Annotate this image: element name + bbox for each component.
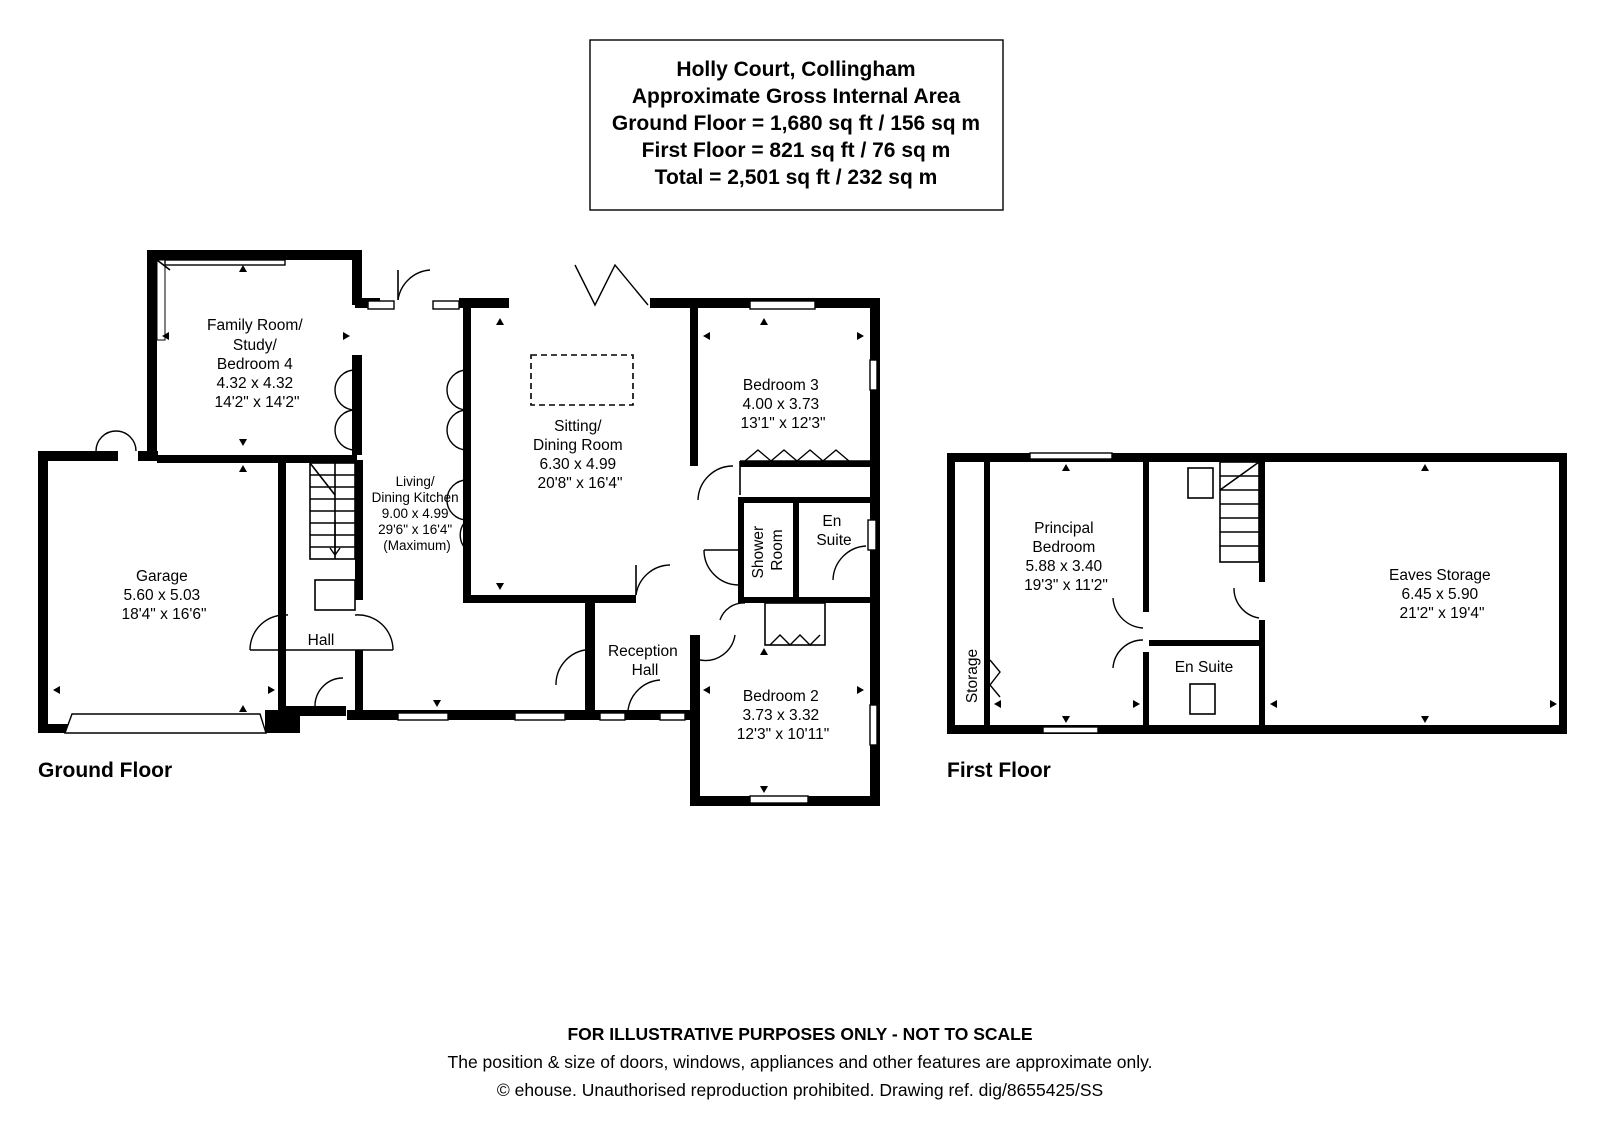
ground-floor-area: Ground Floor = 1,680 sq ft / 156 sq m — [612, 112, 980, 135]
room-bedroom-2: Bedroom 2 3.73 x 3.32 12'3" x 10'11" — [737, 688, 829, 743]
disclaimer-text: The position & size of doors, windows, a… — [448, 1052, 1153, 1072]
room-principal-bedroom: Principal Bedroom 5.88 x 3.40 19'3" x 11… — [1024, 520, 1108, 594]
room-storage: Storage — [964, 649, 981, 703]
area-summary-box: Holly Court, Collingham Approximate Gros… — [589, 39, 1004, 211]
first-floor-labels: Principal Bedroom 5.88 x 3.40 19'3" x 11… — [947, 520, 1495, 782]
room-bedroom-3: Bedroom 3 4.00 x 3.73 13'1" x 12'3" — [740, 377, 825, 432]
room-living-kitchen: Living/ Dining Kitchen 9.00 x 4.99 29'6"… — [372, 474, 463, 553]
room-en-suite-first: En Suite — [1175, 659, 1234, 676]
first-floor-area: First Floor = 821 sq ft / 76 sq m — [642, 139, 951, 162]
total-area: Total = 2,501 sq ft / 232 sq m — [655, 166, 938, 189]
room-shower: Shower Room — [750, 522, 786, 579]
room-eaves-storage: Eaves Storage 6.45 x 5.90 21'2" x 19'4" — [1389, 567, 1495, 622]
room-hall: Hall — [308, 632, 335, 649]
ground-floor-labels: Family Room/ Study/ Bedroom 4 4.32 x 4.3… — [38, 317, 852, 782]
room-reception-hall: Reception Hall — [608, 643, 682, 679]
disclaimer: FOR ILLUSTRATIVE PURPOSES ONLY - NOT TO … — [448, 1024, 1153, 1100]
first-floor-plan — [947, 452, 1567, 734]
disclaimer-heading: FOR ILLUSTRATIVE PURPOSES ONLY - NOT TO … — [567, 1024, 1032, 1044]
property-title: Holly Court, Collingham — [676, 58, 915, 81]
area-subtitle: Approximate Gross Internal Area — [632, 85, 961, 108]
room-garage: Garage 5.60 x 5.03 18'4" x 16'6" — [121, 568, 206, 623]
room-en-suite-ground: En Suite — [816, 513, 851, 549]
room-family-study: Family Room/ Study/ Bedroom 4 4.32 x 4.3… — [207, 317, 307, 411]
room-sitting-dining: Sitting/ Dining Room 6.30 x 4.99 20'8" x… — [533, 418, 627, 492]
ground-floor-title: Ground Floor — [38, 759, 172, 782]
ground-floor-plan — [38, 250, 880, 806]
first-floor-title: First Floor — [947, 759, 1051, 782]
copyright-text: © ehouse. Unauthorised reproduction proh… — [497, 1080, 1103, 1100]
